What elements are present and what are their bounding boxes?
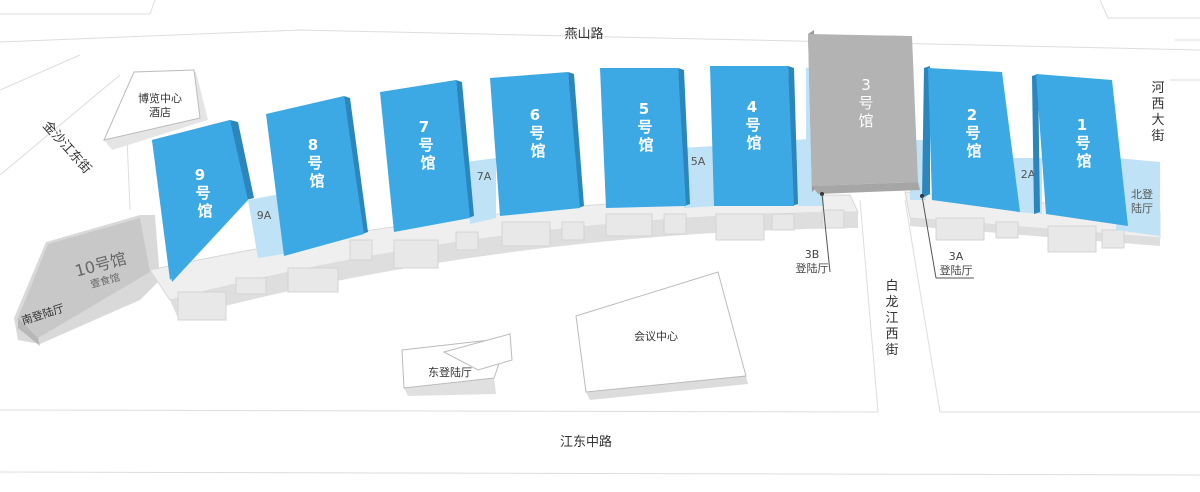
hall-9-label-1: 9	[195, 166, 205, 184]
hall-3[interactable]: 3 号 馆	[808, 30, 920, 194]
hall-6-label-1: 6	[530, 106, 540, 124]
hall-3-label-3: 馆	[858, 112, 873, 130]
hall-7-label-1: 7	[419, 118, 429, 136]
hall-1-label-1: 1	[1077, 116, 1087, 134]
hall-6-label-2: 号	[529, 124, 544, 142]
road-middle-label-char: 江	[885, 311, 898, 326]
road-west: 金沙江东街	[39, 118, 94, 177]
connector-5a-label: 5A	[691, 155, 706, 168]
hall-2[interactable]: 2 号 馆	[922, 66, 1020, 212]
road-south-label: 江东中路	[560, 434, 612, 450]
connector-2a-label: 2A	[1021, 168, 1036, 181]
north-lobby-label-2: 陆厅	[1131, 201, 1153, 215]
hall-4[interactable]: 4 号 馆	[710, 66, 798, 206]
hall-5-label-2: 号	[637, 118, 652, 136]
road-middle-label-char: 西	[885, 327, 898, 342]
hall-8-label-3: 馆	[309, 172, 324, 190]
hall-1[interactable]: 1 号 馆	[1032, 74, 1128, 226]
lobby-3b-code: 3B	[805, 248, 820, 261]
hall-8-label-1: 8	[308, 136, 318, 154]
hotel-label-2: 酒店	[149, 105, 171, 119]
conference-center[interactable]: 会议中心	[575, 271, 748, 400]
connector-7a-label: 7A	[477, 170, 492, 183]
hall-5[interactable]: 5 号 馆	[600, 68, 690, 208]
lobby-3b[interactable]: 3B 登陆厅	[796, 192, 831, 275]
lobby-3a-name: 登陆厅	[940, 263, 973, 277]
hall-2-label-2: 号	[965, 124, 980, 142]
hall-4-label-3: 馆	[746, 134, 761, 152]
hall-10-building[interactable]: 10号馆 壹食馆 南登陆厅	[14, 215, 160, 346]
hall-2-label-1: 2	[967, 106, 977, 124]
hall-7-label-2: 号	[418, 136, 433, 154]
hall-5-label-3: 馆	[638, 136, 653, 154]
road-middle-label-char: 街	[885, 343, 898, 358]
road-east-label-char: 河	[1151, 81, 1164, 96]
connector-9a-label: 9A	[257, 209, 272, 222]
east-lobby[interactable]: 东登陆厅	[401, 333, 513, 396]
hall-1-label-3: 馆	[1076, 152, 1091, 170]
hall-8[interactable]: 8 号 馆	[266, 96, 368, 256]
road-east-label-char: 大	[1151, 113, 1164, 128]
north-lobby-label-1: 北登	[1131, 187, 1153, 201]
conference-label: 会议中心	[634, 330, 678, 343]
hall-6-label-3: 馆	[530, 142, 545, 160]
north-lobby[interactable]: 北登 陆厅	[1131, 187, 1153, 215]
road-east-label-char: 西	[1151, 97, 1164, 112]
road-east-label-char: 街	[1151, 129, 1164, 144]
east-lobby-label: 东登陆厅	[428, 365, 472, 379]
hall-7[interactable]: 7 号 馆	[380, 80, 474, 232]
road-middle-label-char: 白	[885, 278, 898, 294]
hall-4-label-1: 4	[747, 98, 757, 116]
lobby-3b-name: 登陆厅	[796, 261, 829, 275]
lobby-3a-code: 3A	[949, 250, 964, 263]
hall-4-label-2: 号	[745, 116, 760, 134]
hotel-label-1: 博览中心	[138, 91, 182, 105]
road-middle-label-char: 龙	[885, 295, 898, 310]
hall-8-label-2: 号	[307, 154, 322, 172]
road-north-label: 燕山路	[564, 26, 603, 42]
base-blocks	[177, 209, 1125, 321]
hall-3-label-1: 3	[861, 76, 871, 94]
lobby-3a[interactable]: 3A 登陆厅	[920, 194, 974, 279]
hall-6[interactable]: 6 号 馆	[490, 72, 584, 216]
hall-2-label-3: 馆	[966, 142, 981, 160]
exhibition-hotel[interactable]: 博览中心 酒店	[103, 69, 208, 150]
hall-9-label-2: 号	[195, 184, 210, 202]
hall-7-label-3: 馆	[420, 154, 435, 172]
hall-9-label-3: 馆	[197, 202, 212, 220]
hall-1-label-2: 号	[1075, 134, 1090, 152]
hall-5-label-1: 5	[639, 100, 649, 118]
road-west-label: 金沙江东街	[39, 118, 94, 177]
hall-3-label-2: 号	[858, 94, 873, 112]
hall-9[interactable]: 9 号 馆	[152, 120, 254, 282]
